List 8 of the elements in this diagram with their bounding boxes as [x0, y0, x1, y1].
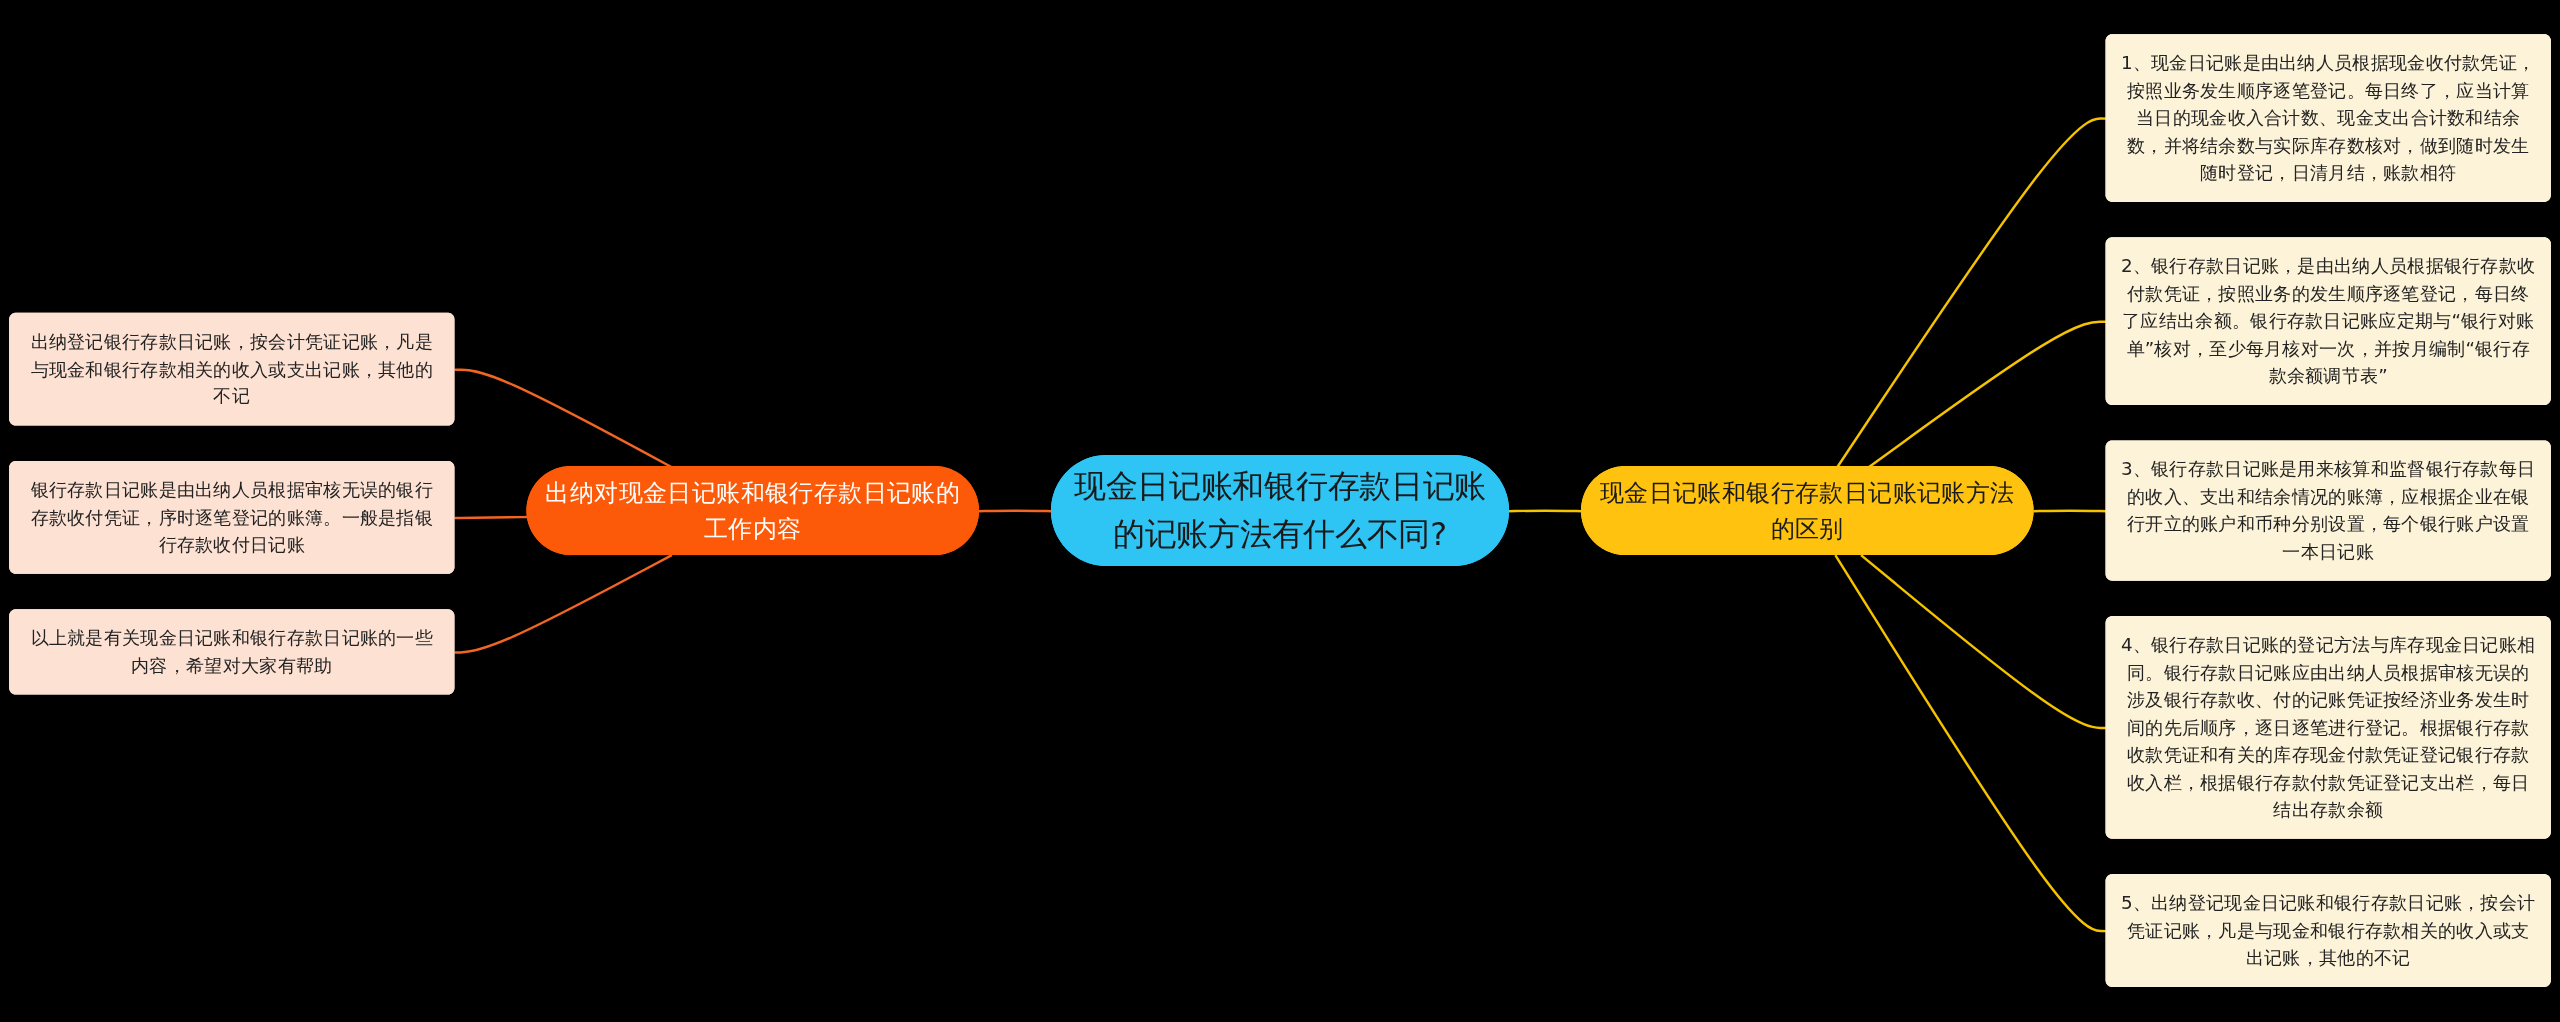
connector [1834, 554, 2107, 933]
connector [454, 368, 673, 469]
connector [1860, 554, 2107, 730]
connector [454, 554, 673, 655]
connector [454, 516, 529, 520]
connector [1836, 117, 2107, 469]
connector [2033, 509, 2107, 513]
connector [1868, 320, 2107, 469]
